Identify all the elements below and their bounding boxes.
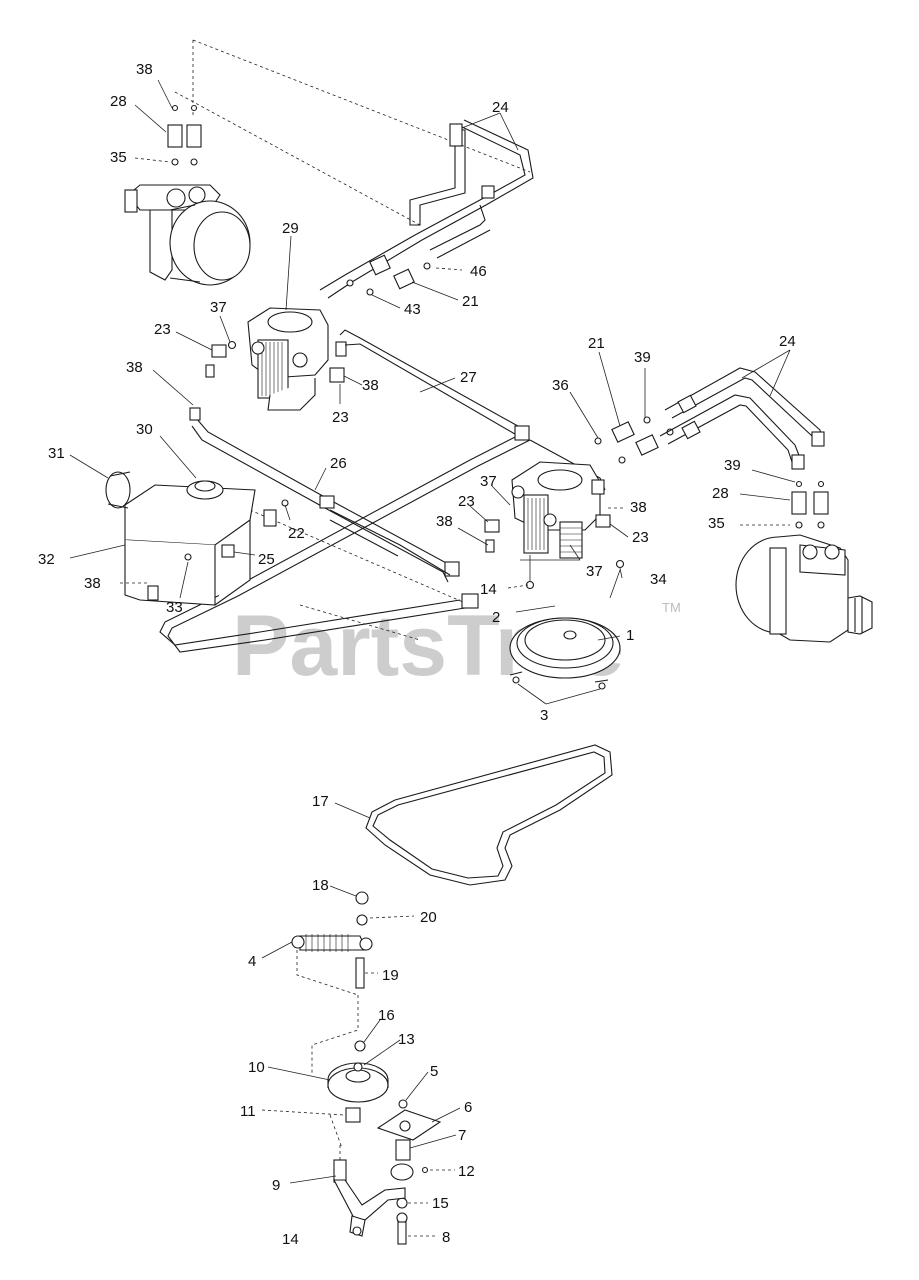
callout: 10: [248, 1059, 265, 1076]
callout: 11: [240, 1103, 256, 1120]
callout: 5: [430, 1063, 438, 1080]
pump-right: [484, 461, 625, 590]
callout: 18: [312, 877, 329, 894]
callout: 38: [126, 359, 143, 376]
callout: 37: [210, 299, 227, 316]
callout-labels: 38 28 35 24 29 46 21 43 37 23 38 38 23 2…: [38, 61, 796, 1248]
hose-24-upper: [319, 119, 534, 299]
idler-arm: [333, 1159, 406, 1237]
callout: 3: [540, 707, 548, 724]
callout: 38: [630, 499, 647, 516]
callout: 23: [458, 493, 475, 510]
alignment-lines: [174, 39, 531, 641]
leader-lines: [69, 79, 796, 1237]
belt-17: [365, 744, 613, 886]
callout: 16: [378, 1007, 395, 1024]
callout: 25: [258, 551, 275, 568]
callout: 9: [272, 1177, 280, 1194]
wheel-motor-right: [735, 480, 873, 643]
fittings-pump-left: [205, 340, 237, 378]
callout: 24: [492, 99, 509, 116]
callout: 7: [458, 1127, 466, 1144]
callout: 39: [634, 349, 651, 366]
watermark-trademark: TM: [662, 600, 681, 615]
hose-24-right: [659, 367, 825, 470]
idler-pulley: [327, 1040, 389, 1170]
callout: 17: [312, 793, 329, 810]
callout: 23: [632, 529, 649, 546]
callout: 35: [110, 149, 127, 166]
callout: 21: [462, 293, 479, 310]
callout: 30: [136, 421, 153, 438]
hydraulic-pump: [247, 307, 347, 411]
callout: 14: [480, 581, 497, 598]
callout: 14: [282, 1231, 299, 1248]
spring-assembly: [291, 891, 373, 1075]
callout: 28: [110, 93, 127, 110]
callout: 27: [460, 369, 477, 386]
callout: 31: [48, 445, 65, 462]
callout: 20: [420, 909, 437, 926]
callout: 36: [552, 377, 569, 394]
hydraulic-reservoir: [105, 471, 289, 606]
callout: 24: [779, 333, 796, 350]
pulley-1: [509, 617, 621, 690]
fittings-upper: [346, 254, 431, 296]
callout: 23: [332, 409, 349, 426]
wheel-motor-left: [124, 104, 251, 286]
hose-27: [339, 329, 526, 438]
callout: 35: [708, 515, 725, 532]
callout: 38: [436, 513, 453, 530]
callout: 6: [464, 1099, 472, 1116]
callout: 38: [136, 61, 153, 78]
callout: 13: [398, 1031, 415, 1048]
callout: 43: [404, 301, 421, 318]
callout: 28: [712, 485, 729, 502]
callout: 34: [650, 571, 667, 588]
callout: 15: [432, 1195, 449, 1212]
callout: 22: [288, 525, 305, 542]
callout: 12: [458, 1163, 475, 1180]
callout: 39: [724, 457, 741, 474]
hose-crossing: [159, 425, 606, 653]
callout: 33: [166, 599, 183, 616]
callout: 37: [586, 563, 603, 580]
callout: 38: [362, 377, 379, 394]
callout: 8: [442, 1229, 450, 1246]
callout: 37: [480, 473, 497, 490]
callout: 38: [84, 575, 101, 592]
fittings-right: [594, 416, 674, 464]
callout: 2: [492, 609, 500, 626]
callout: 26: [330, 455, 347, 472]
callout: 1: [626, 627, 634, 644]
callout: 4: [248, 953, 256, 970]
callout: 46: [470, 263, 487, 280]
callout: 23: [154, 321, 171, 338]
callout: 29: [282, 220, 299, 237]
callout: 21: [588, 335, 605, 352]
idler-bracket: [376, 1099, 442, 1245]
callout: 19: [382, 967, 399, 984]
hose-26: [189, 407, 460, 583]
callout: 32: [38, 551, 55, 568]
